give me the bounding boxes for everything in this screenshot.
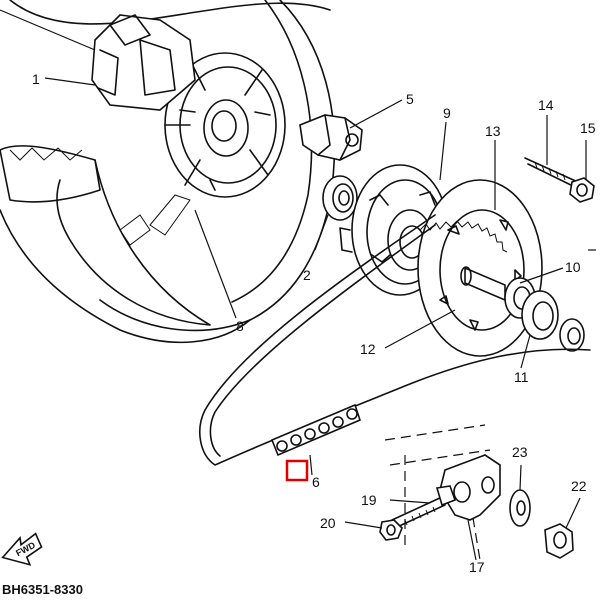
drive-chain	[199, 214, 591, 466]
callout-23: 23	[512, 444, 528, 460]
callout-11: 11	[514, 369, 529, 385]
hub-bearing	[322, 175, 358, 221]
callout-19: 19	[361, 492, 377, 508]
callout-labels: 1 2 5 6 8 9 10 11 12 13 14 15 17 19 20 2…	[32, 71, 596, 575]
callout-1: 1	[32, 71, 40, 87]
rear-sprocket	[417, 179, 543, 357]
stud-bolt-and-nut	[524, 157, 595, 203]
diagram-code: BH6351-8330	[2, 582, 83, 597]
callout-13: 13	[485, 123, 501, 139]
highlight-box	[285, 459, 309, 482]
chain-adjuster	[379, 424, 574, 561]
speedometer-gear-unit	[299, 114, 363, 161]
callout-6: 6	[312, 474, 320, 490]
callout-20: 20	[320, 515, 336, 531]
callout-8: 8	[236, 318, 244, 334]
callout-22: 22	[571, 478, 587, 494]
fwd-direction-arrow: FWD	[1, 532, 43, 566]
chain-link-segment	[270, 403, 361, 457]
callout-2: 2	[303, 267, 311, 283]
callout-14: 14	[538, 97, 554, 113]
rear-wheel	[0, 0, 336, 344]
leader-lines	[0, 9, 596, 561]
callout-12: 12	[360, 341, 376, 357]
callout-5: 5	[406, 91, 414, 107]
axle-spacers	[504, 277, 585, 352]
callout-17: 17	[469, 559, 485, 575]
callout-15: 15	[580, 120, 596, 136]
callout-9: 9	[443, 105, 451, 121]
callout-10: 10	[565, 259, 581, 275]
